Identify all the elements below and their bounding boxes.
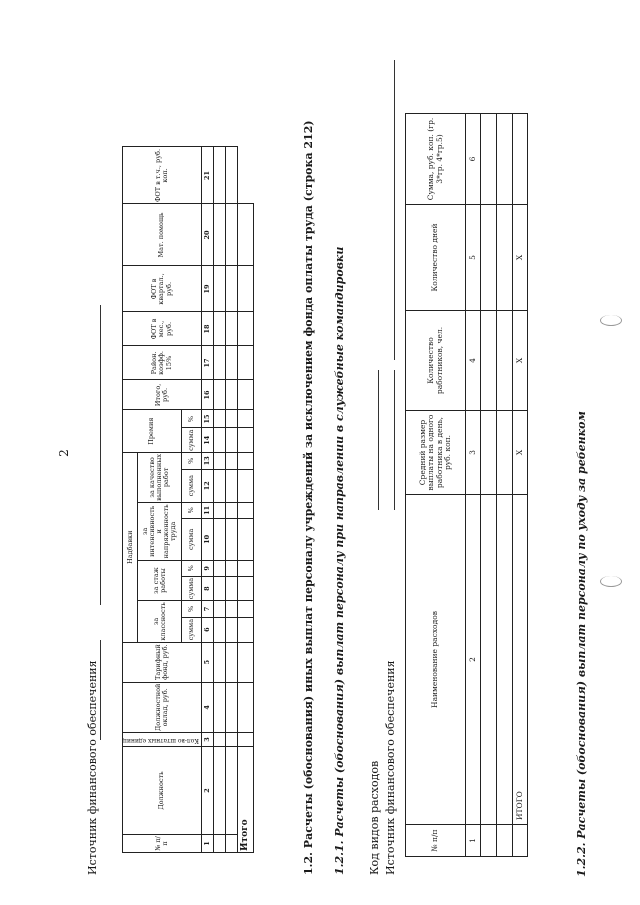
col-tariff-header: Тарифный фонд, руб. [122,642,202,683]
column-number: 10 [201,518,214,561]
column-number: 4 [201,682,214,733]
col-total-header: Итого, руб. [122,379,202,410]
col-sum-bonus-header: сумма [181,427,202,453]
funding-source-line-2 [100,305,101,605]
column-number: 4 [465,310,481,411]
expense-code-label: Код видов расходов [368,760,381,875]
section-1-2-1-heading: 1.2.1. Расчеты (обоснования) выплат перс… [333,246,346,875]
col-pct-header: % [181,452,202,470]
column-number: 19 [201,265,214,312]
column-number: 6 [201,617,214,643]
column-number: 6 [465,113,481,205]
funding-source-label-2: Источник финансового обеспечения [384,660,397,875]
x-mark: Х [512,310,528,411]
col-intensity-header: за интенсивность и напряженность труда [137,502,182,561]
faint-mark [600,576,622,587]
col-quality-header: за качество выполненных работ [137,452,182,503]
col-name-header: Наименование расходов [405,494,466,825]
col-workers-header: Количество работников, чел. [405,310,466,411]
col-salary-header: Должностной оклад, руб. [122,682,202,733]
column-number: 12 [201,469,214,503]
table-row [480,113,497,857]
x-mark: Х [512,204,528,311]
total-row: Итого [237,147,254,853]
col-payroll-incl-header: ФОТ в т.ч., руб. коп. [122,146,202,204]
column-number: 2 [201,746,214,835]
funding-source-line-3 [394,370,395,510]
column-number: 1 [201,834,214,853]
x-mark: Х [512,410,528,495]
table-row [496,113,513,857]
column-number: 2 [465,494,481,825]
col-sum-header: сумма [181,617,202,643]
column-number: 20 [201,203,214,266]
section-1-2-heading: 1.2. Расчеты (обоснования) иных выплат п… [302,120,315,875]
column-numbers-row: 1 2 3 4 5 6 7 8 9 10 11 12 13 14 15 16 1… [201,146,214,853]
col-material-aid-header: Мат. помощь [122,203,202,266]
column-number: 8 [201,576,214,601]
column-number: 3 [465,410,481,495]
column-number: 18 [201,311,214,346]
col-no-header: № п/п [405,824,466,857]
column-number: 13 [201,452,214,470]
col-bonus-header: Премия [122,409,182,453]
business-trip-table: № п/п Наименование расходов Средний разм… [405,113,528,857]
col-pct-header: % [181,502,202,519]
col-position-header: Должность [122,746,202,835]
col-seniority-header: за стаж работы [137,560,182,601]
column-number: 5 [465,204,481,311]
column-number: 1 [465,824,481,857]
col-sum-header: сумма [181,469,202,503]
page-number: 2 [57,449,71,457]
staff-units-vertical-text: Кол-во штатных единиц [123,736,199,744]
column-numbers-row: 1 2 3 4 5 6 [465,113,481,857]
col-sum-header: сумма [181,518,202,561]
column-number: 7 [201,600,214,618]
table-row [213,146,226,853]
col-days-header: Количество дней [405,204,466,311]
column-number: 17 [201,345,214,380]
col-payroll-quarter-header: ФОТ в квартал., руб. [122,265,202,312]
faint-mark [600,315,622,326]
column-number: 21 [201,146,214,204]
column-number: 9 [201,560,214,577]
col-payroll-month-header: ФОТ в мес., руб. [122,311,202,346]
column-number: 15 [201,409,214,428]
col-staff-units-header: Кол-во штатных единиц [122,732,202,747]
funding-source-line [100,640,101,740]
col-sum-header: Сумма, руб. коп. (гр. 3*гр. 4*гр.5) [405,113,466,205]
total-row: ИТОГО Х Х Х [512,113,528,857]
funding-source-line-4 [394,60,395,360]
total-label: Итого [237,746,254,853]
column-number: 16 [201,379,214,410]
col-allowances-header: Надбавки [122,452,138,643]
col-sum-header: сумма [181,576,202,601]
col-pct-header: % [181,560,202,577]
col-pct-header: % [181,409,202,428]
column-number: 5 [201,642,214,683]
column-number: 3 [201,732,214,747]
col-class-header: за классность [137,600,182,643]
total-label: ИТОГО [512,494,528,825]
expense-code-line [378,370,379,510]
funding-source-label: Источник финансового обеспечения [86,660,99,875]
col-no-header: № п/п [122,834,202,853]
column-number: 14 [201,427,214,453]
col-avg-header: Средний размер выплаты на одного работни… [405,410,466,495]
col-pct-header: % [181,600,202,618]
col-regional-header: Район. коэфф. 15% [122,345,202,380]
table-row [225,146,238,853]
section-1-2-2-heading: 1.2.2. Расчеты (обоснования) выплат перс… [575,411,588,877]
column-number: 11 [201,502,214,519]
payroll-table: № п/п Должность Кол-во штатных единиц До… [122,146,254,853]
